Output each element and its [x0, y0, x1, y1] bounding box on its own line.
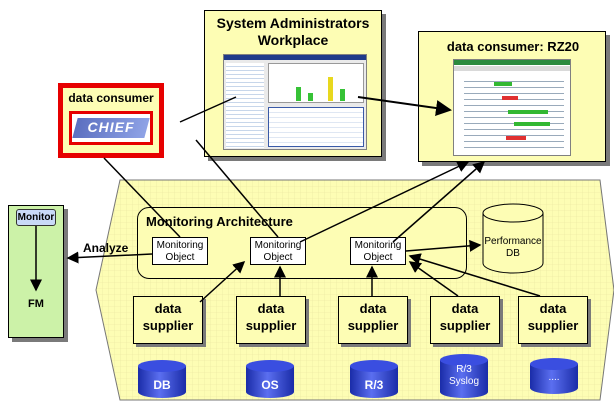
- data-supplier-2: data supplier: [236, 296, 306, 344]
- data-supplier-label: data: [257, 301, 285, 316]
- rz20-tree-lines: [464, 76, 564, 152]
- screenshot-lower-panel: [268, 107, 364, 147]
- rz20-screenshot-titlebar: [454, 60, 570, 65]
- data-supplier-label: supplier: [142, 318, 194, 333]
- monitoring-object-label: Monitoring: [254, 240, 302, 251]
- workplace-title: System Administrators Workplace: [216, 15, 370, 48]
- db-label-1: DB: [153, 378, 171, 392]
- rz20-status-green: [494, 82, 512, 86]
- rz20-screenshot: [453, 59, 571, 156]
- data-supplier-label: data: [451, 301, 479, 316]
- screenshot-chart-bar: [296, 87, 301, 101]
- fm-label: FM: [28, 298, 44, 310]
- data-supplier-label: supplier: [245, 318, 297, 333]
- monitoring-object-label: Monitoring: [156, 240, 204, 251]
- rz20-status-red: [506, 136, 526, 140]
- performance-db-line2: DB: [506, 248, 520, 259]
- monitoring-object-label: Object: [263, 252, 293, 263]
- data-supplier-5: data supplier: [518, 296, 588, 344]
- data-supplier-label: data: [154, 301, 182, 316]
- data-supplier-label: supplier: [347, 318, 399, 333]
- db-cylinder-1: [138, 360, 186, 398]
- rz20-screenshot-toolbar: [454, 66, 570, 71]
- monitoring-object-2: Monitoring Object: [250, 237, 306, 265]
- data-supplier-label: supplier: [527, 318, 579, 333]
- workplace-box: System Administrators Workplace: [204, 10, 382, 157]
- data-supplier-label: supplier: [439, 318, 491, 333]
- db-label-5: ....: [548, 372, 560, 383]
- workplace-screenshot: [223, 54, 367, 150]
- performance-db-label: Performance DB: [482, 236, 544, 260]
- db-cylinder-3: [350, 360, 398, 398]
- chief-logo-text: CHIEF: [87, 119, 135, 135]
- data-supplier-1: data supplier: [133, 296, 203, 344]
- monitoring-object-label: Monitoring: [354, 240, 402, 251]
- chief-title: data consumer: [68, 91, 154, 105]
- data-supplier-4: data supplier: [430, 296, 500, 344]
- rz20-status-red: [502, 96, 518, 100]
- screenshot-panel: [268, 63, 364, 103]
- monitor-button[interactable]: Monitor: [16, 209, 56, 226]
- monitoring-object-label: Object: [363, 252, 393, 263]
- rz20-status-green: [508, 110, 548, 114]
- screenshot-sidebar: [226, 63, 264, 148]
- chief-logo: CHIEF: [69, 111, 153, 145]
- rz20-status-green: [514, 122, 550, 126]
- db-label-3: R/3: [364, 378, 384, 392]
- db-label-4b: Syslog: [448, 376, 479, 387]
- monitoring-object-1: Monitoring Object: [152, 237, 208, 265]
- data-supplier-3: data supplier: [338, 296, 408, 344]
- data-supplier-label: data: [539, 301, 567, 316]
- rz20-box: data consumer: RZ20: [418, 31, 606, 162]
- db-cylinder-4: [440, 354, 488, 398]
- screenshot-chart-bar: [308, 93, 313, 101]
- db-label-2: OS: [261, 378, 279, 392]
- db-cylinder-2: [246, 360, 294, 398]
- performance-db-line1: Performance: [484, 236, 542, 247]
- screenshot-chart-bar: [340, 89, 345, 101]
- db-cylinder-5: [530, 358, 578, 394]
- data-supplier-label: data: [359, 301, 387, 316]
- screenshot-chart-bar: [328, 77, 333, 101]
- rz20-title: data consumer: RZ20: [446, 39, 580, 54]
- chief-consumer-box: data consumer CHIEF: [58, 83, 164, 158]
- analyze-label: Analyze: [83, 241, 129, 255]
- db-label-4: R/3: [456, 364, 472, 375]
- monitoring-object-label: Object: [165, 252, 195, 263]
- screenshot-titlebar: [224, 55, 366, 60]
